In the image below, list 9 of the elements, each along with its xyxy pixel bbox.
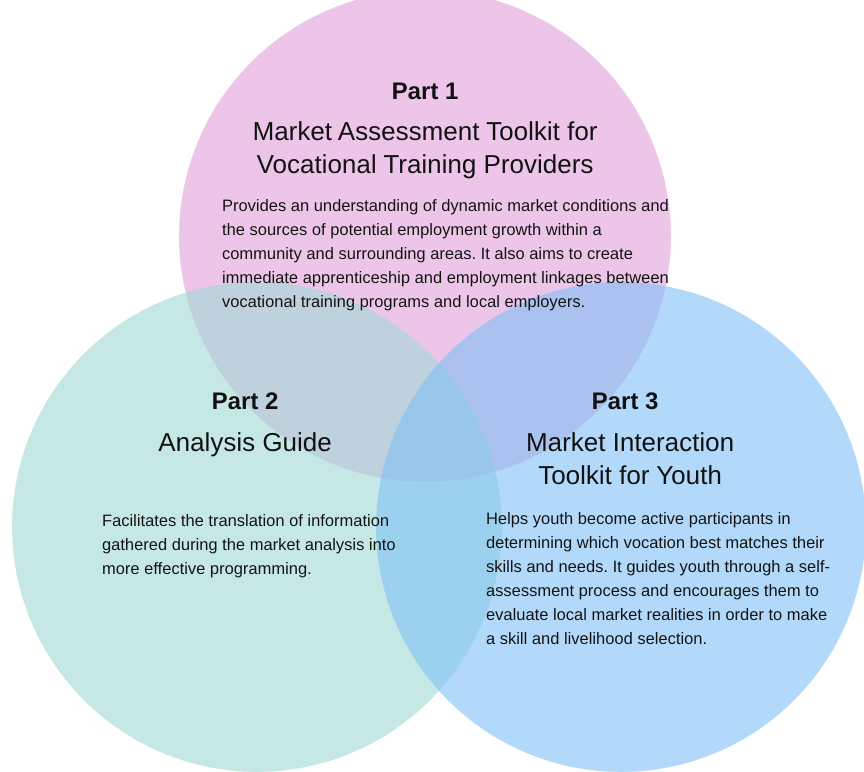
toolkit-title: Analysis Guide — [157, 426, 333, 458]
part-heading: Part 1 — [390, 78, 460, 106]
part-heading: Part 3 — [590, 388, 660, 416]
toolkit-title: Market Assessment Toolkit for Vocational Training Providers — [252, 115, 598, 180]
description-text: Facilitates the translation of information gathered during the market analysis into more effective programming. — [102, 511, 397, 580]
part-heading: Part 2 — [210, 388, 280, 416]
description-text: Helps youth become active participants in determining which vocation best matches their skills and needs. It guides youth through a self-assessment process and encourages them to evaluate local market realities in order to make a skill and livelihood selection. — [486, 509, 831, 650]
toolkit-title: Market Interaction Toolkit for Youth — [524, 426, 736, 491]
description-text: Provides an understanding of dynamic market conditions and the sources of potential employment growth within a community and surrounding areas. It also aims to create immediate apprenticeship and employment linkages between vocational training programs and local employers. — [222, 196, 670, 313]
